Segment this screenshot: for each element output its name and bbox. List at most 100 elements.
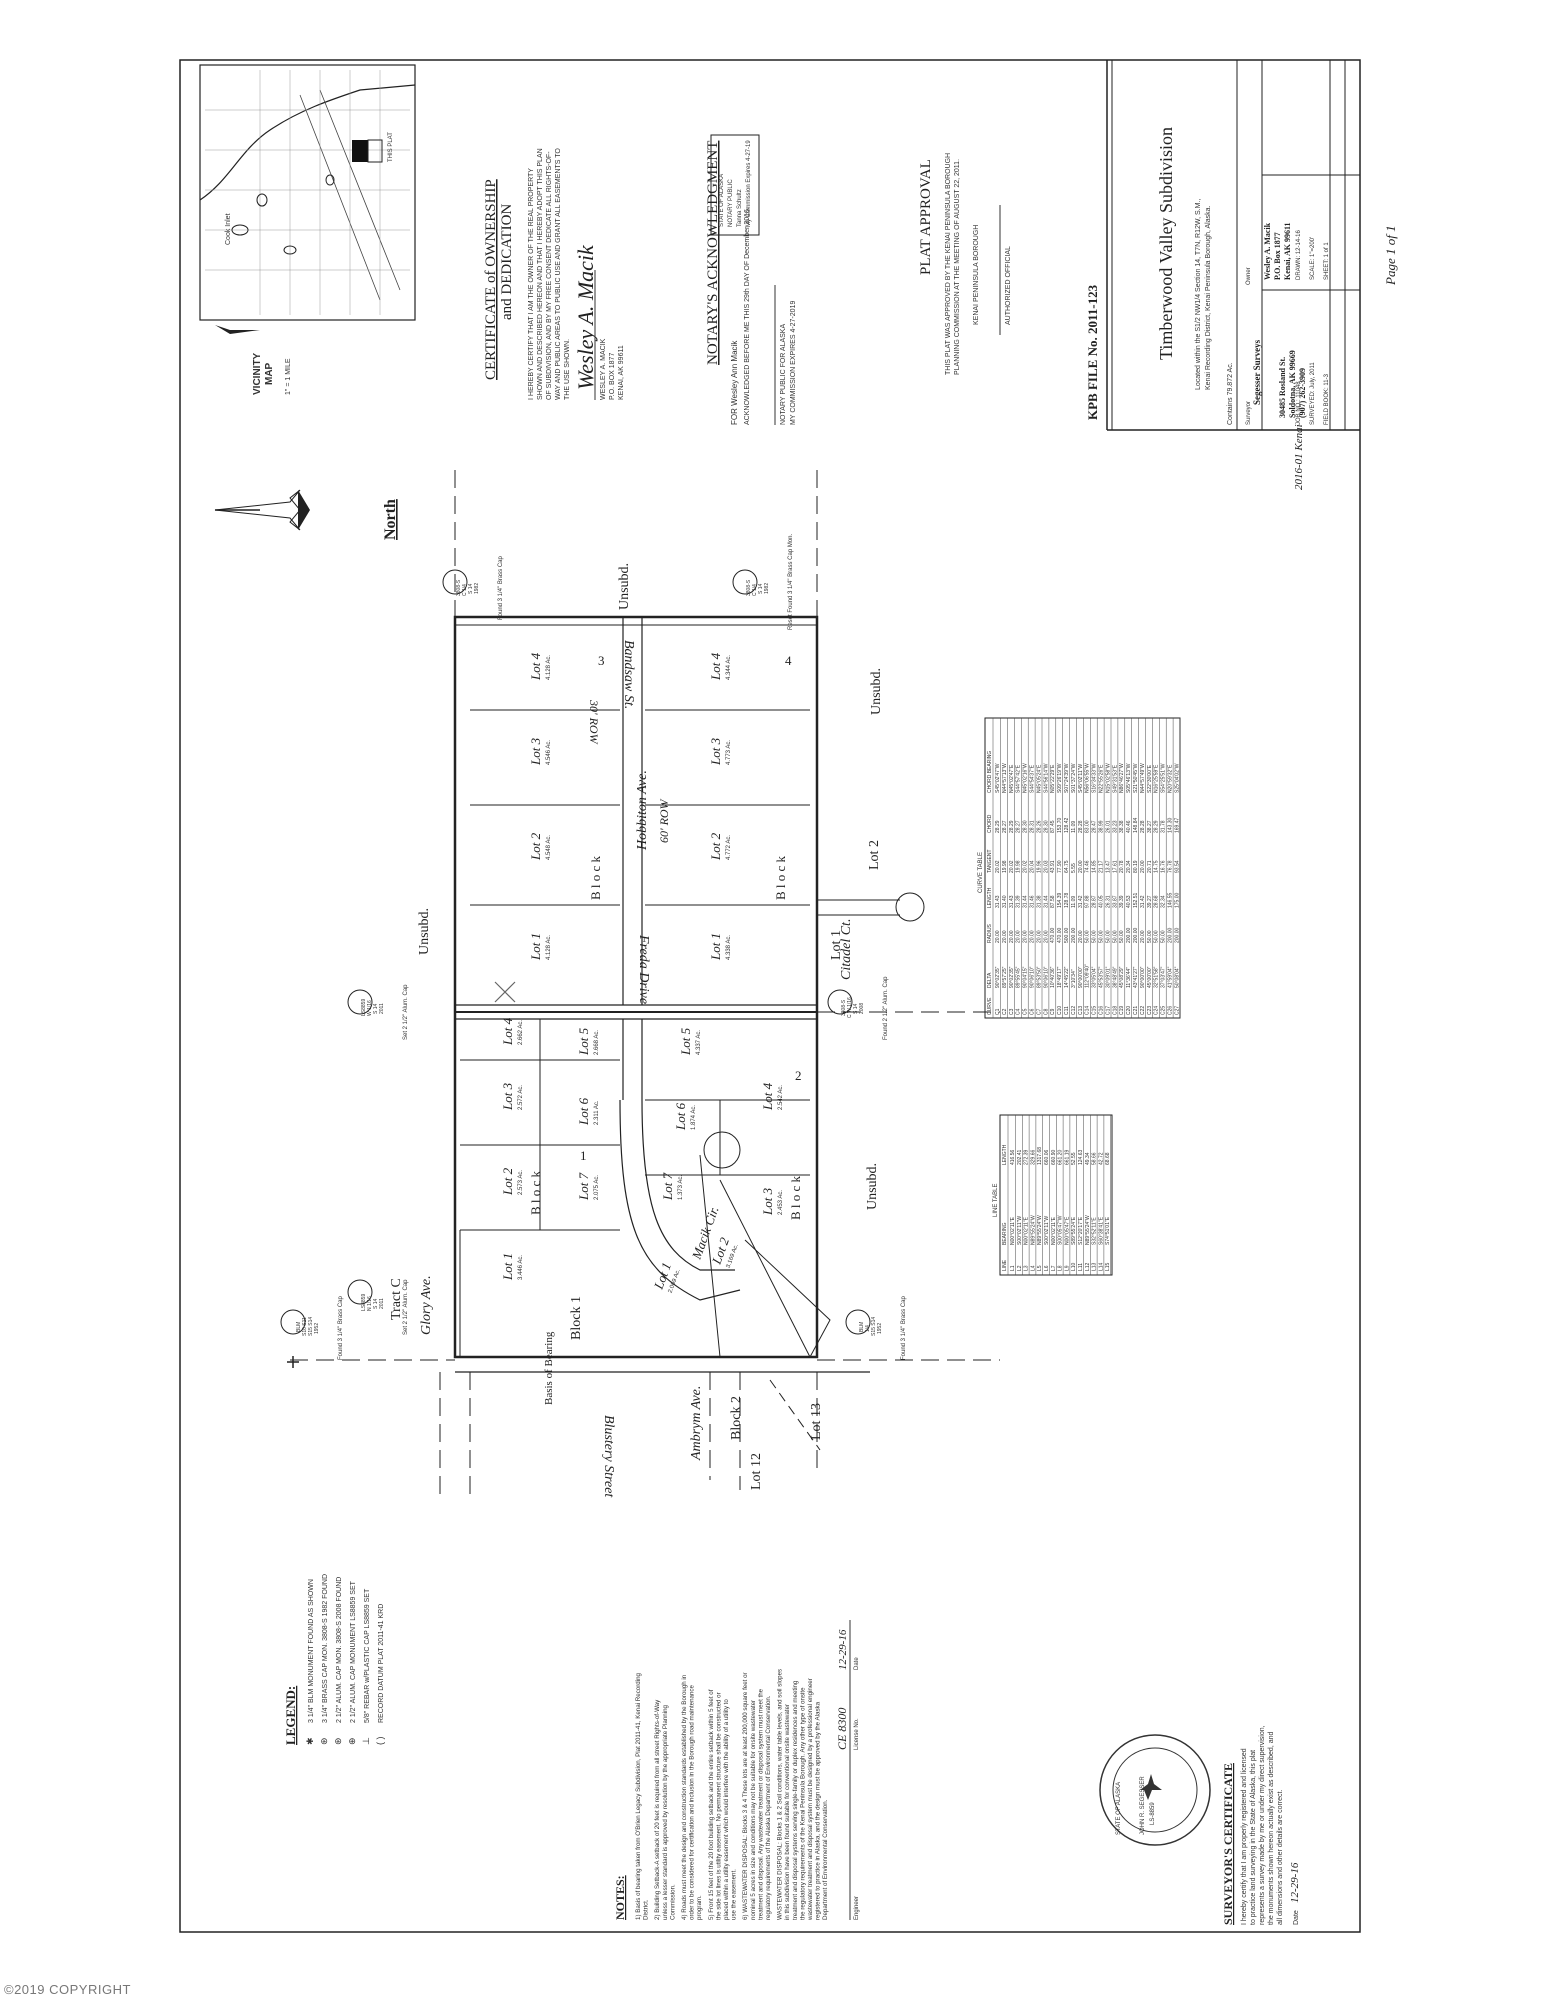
curve-table-cell: 143.30 bbox=[1168, 817, 1174, 833]
line-table-cell: S00°05'47"W bbox=[1058, 1215, 1064, 1245]
lot-13-label: Lot 13 bbox=[809, 1403, 824, 1440]
surveyor-cert-body-4: the monuments shown hereon actually exis… bbox=[1268, 1732, 1275, 1925]
curve-table-cell: 18°49'17" bbox=[1057, 966, 1063, 988]
curve-table-cell: 64.75 bbox=[1064, 860, 1070, 873]
curve-table-cell: C12 bbox=[1071, 1006, 1077, 1015]
curve-table-cell: 45°08'29" bbox=[1119, 966, 1125, 988]
plat-approval-heading: PLAT APPROVAL bbox=[918, 159, 934, 275]
curve-table-cell: 33.23 bbox=[1112, 820, 1118, 833]
b2-lot-5-area: 4.337 Ac. bbox=[696, 1030, 702, 1055]
unsubd-label-north: Unsubd. bbox=[417, 908, 432, 955]
curve-table-cell: C4 bbox=[1016, 1008, 1022, 1015]
legend-text-5: 5/8" REBAR w/PLASTIC CAP LS8859 SET bbox=[364, 1588, 371, 1723]
curve-table-cell: S54°25'51"W bbox=[1161, 763, 1167, 793]
mon-3808-top-2: C 1/4 bbox=[462, 584, 468, 596]
line-table-cell: L6 bbox=[1044, 1265, 1050, 1271]
b1-lot-3-area: 2.572 Ac. bbox=[518, 1085, 524, 1110]
legend-sym-4: ⊕ bbox=[347, 1737, 357, 1745]
curve-table-cell: 20.00 bbox=[995, 930, 1001, 943]
margin-note-page: Page 1 of 1 bbox=[1383, 225, 1398, 286]
line-table-cell: 272.39 bbox=[1024, 1149, 1030, 1165]
monument-3808-bot-icon bbox=[827, 989, 853, 1015]
block-2-left-label: Block 2 bbox=[729, 1396, 744, 1440]
certificate-heading-1: CERTIFICATE of OWNERSHIP bbox=[483, 179, 499, 380]
curve-table-cell: 28.31 bbox=[1030, 820, 1036, 833]
b2-lot-7-area: 1.373 Ac. bbox=[678, 1175, 684, 1200]
line-table-cell: L4 bbox=[1030, 1265, 1036, 1271]
curve-table-cell: 20.00 bbox=[1023, 930, 1029, 943]
north-arrow-icon bbox=[214, 489, 310, 531]
location-line-1: Located within the S1/2 NW1/4 Section 14… bbox=[1195, 199, 1202, 390]
curve-table-cell: 11.09 bbox=[1071, 821, 1077, 833]
mon-ls-1-3: S 14 bbox=[373, 1298, 379, 1309]
b4-lot-2-area: 4.772 Ac. bbox=[726, 835, 732, 860]
line-table-cell: 661.19 bbox=[1064, 1149, 1070, 1165]
curve-table-cell: 90°04'15" bbox=[1023, 966, 1029, 988]
curve-table-cell: N44°57'49"W bbox=[1140, 763, 1146, 793]
basis-of-bearing-label: Basis of Bearing bbox=[543, 1331, 555, 1405]
b4-block-label: B l o c k bbox=[773, 855, 788, 900]
glory-ave-label: Glory Ave. bbox=[419, 1275, 434, 1335]
b1-lot-2: Lot 2 bbox=[500, 1167, 515, 1196]
mon-blm-top-2: S10 S11 bbox=[302, 1317, 308, 1336]
mon-3808-mid-4: 1982 bbox=[764, 583, 770, 594]
mon-ls-1-2: N 1/16 bbox=[367, 1296, 373, 1311]
line-table-cell: L7 bbox=[1051, 1265, 1057, 1271]
freda-drive-label: Freda Drive bbox=[636, 934, 651, 1004]
curve-table-cell: 28.28 bbox=[1140, 820, 1146, 833]
legend-sym-6: ( ) bbox=[375, 1737, 385, 1746]
line-table-cell: 416.56 bbox=[1010, 1149, 1016, 1165]
curve-table-cell: 31.44 bbox=[1023, 895, 1029, 908]
curve-table-cell: 90°00'00" bbox=[1078, 966, 1084, 988]
curve-table-cell: C9 bbox=[1050, 1008, 1056, 1015]
curve-table-cell: 26.31 bbox=[1105, 895, 1111, 908]
curve-table-cell: 19.98 bbox=[1002, 860, 1008, 873]
curve-table-cell: 13.47 bbox=[1105, 860, 1111, 873]
legend-sym-2: ⊛ bbox=[319, 1737, 329, 1745]
monument-3808-top-icon bbox=[442, 569, 468, 595]
mon-ls-2-4: 2011 bbox=[379, 1003, 385, 1014]
owner-name: Wesley A. Macik bbox=[1263, 222, 1272, 280]
note-line-5: 6) WASTEWATER DISPOSAL: Blocks 3 & 4 The… bbox=[742, 1672, 749, 1920]
b2-block-label: B l o c k bbox=[788, 1175, 803, 1220]
curve-table-cell: N22°55'26"E bbox=[1099, 764, 1105, 793]
curve-table-cell: 20.02 bbox=[995, 860, 1001, 873]
curve-table-cell: C20 bbox=[1126, 1006, 1132, 1015]
curve-table-cell: 28.29 bbox=[995, 820, 1001, 833]
b2-lot-4-area: 2.542 Ac. bbox=[778, 1085, 784, 1110]
vicinity-scale: 1" = 1 MILE bbox=[285, 358, 292, 395]
curve-table-cell: 28.27 bbox=[1016, 820, 1022, 833]
mon-3808-top-3: S 14 bbox=[468, 583, 474, 594]
curve-table-cell: 20.00 bbox=[1036, 930, 1042, 943]
curve-table-cell: 31.38 bbox=[1036, 895, 1042, 908]
curve-table-cell: 31.42 bbox=[1140, 895, 1146, 908]
this-plat-label: THIS PLAT bbox=[388, 132, 394, 162]
b3-lot-3-area: 4.546 Ac. bbox=[546, 740, 552, 765]
line-table-cell: L14 bbox=[1098, 1262, 1104, 1271]
line-table-cell: 660.90 bbox=[1051, 1149, 1057, 1165]
curve-table-cell: C24 bbox=[1154, 1006, 1160, 1015]
curve-table-cell: 28.28 bbox=[1078, 820, 1084, 833]
curve-table-cell: 112°09'40" bbox=[1085, 964, 1091, 988]
certificate-body-3: OF SUBDIVISION, AND BY MY FREE CONSENT D… bbox=[546, 151, 553, 400]
note-line-3: order to be considered for certification… bbox=[689, 1685, 696, 1920]
line-table-title: LINE TABLE bbox=[993, 1184, 999, 1217]
note-line-4: the side lot lines is utility easement. … bbox=[715, 1692, 722, 1920]
line-table-cell: 68.68 bbox=[1105, 1152, 1111, 1165]
legend-sym-5: ⊥ bbox=[361, 1737, 371, 1745]
legend-text-3: 2 1/2" ALUM. CAP MON. 3808-S 2008 FOUND bbox=[336, 1577, 343, 1723]
b2-lot-7: Lot 7 bbox=[660, 1172, 675, 1201]
mon-3808-top-4: 1982 bbox=[474, 583, 480, 594]
plat-approval-line-1: THIS PLAT WAS APPROVED BY THE KENAI PENI… bbox=[945, 153, 952, 375]
curve-table-cell: 16.76 bbox=[1161, 860, 1167, 873]
curve-table-cell: 200.00 bbox=[1168, 927, 1174, 943]
line-table-cell: N00°05'47"E bbox=[1064, 1216, 1070, 1245]
curve-table-cell: S49°31'53"E bbox=[1112, 764, 1118, 793]
curve-table-cell: 89°55'45" bbox=[1016, 966, 1022, 988]
curve-table-cell: 31.46 bbox=[1030, 895, 1036, 908]
certificate-owner-3: KENAI, AK 99611 bbox=[618, 345, 625, 400]
surveyor-seal bbox=[1099, 1734, 1211, 1846]
plat-drawing bbox=[290, 470, 1000, 1500]
b4-lot-4-area: 4.344 Ac. bbox=[726, 655, 732, 680]
b1-block-label: B l o c k bbox=[528, 1170, 543, 1215]
